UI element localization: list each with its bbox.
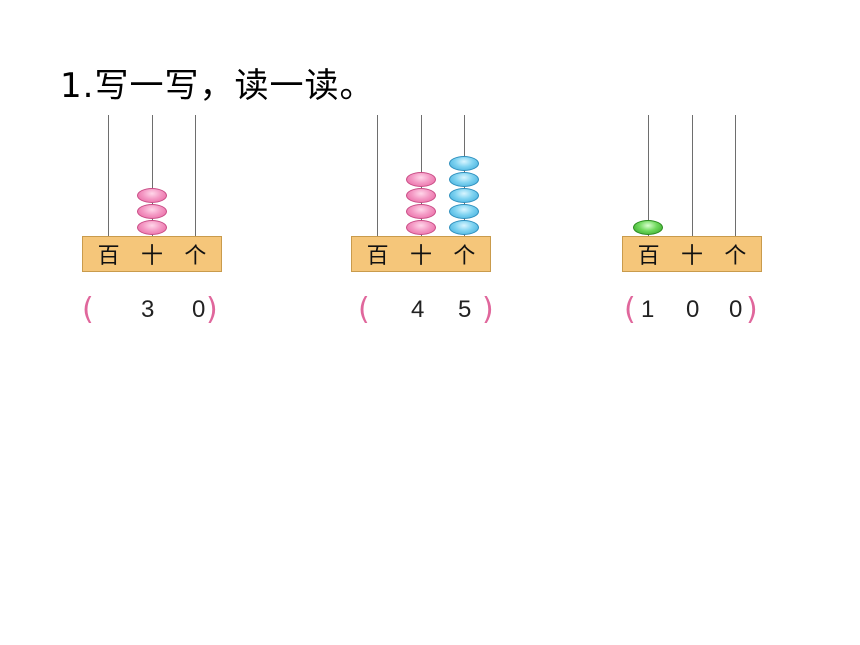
- bead-ones: [449, 172, 479, 187]
- place-value-base: 百 十 个: [622, 236, 762, 272]
- place-label-hundreds: 百: [366, 244, 389, 269]
- answer-3: ( 1 0 0 ): [624, 292, 784, 332]
- place-value-base: 百 十 个: [82, 236, 222, 272]
- rod-hundreds: [648, 115, 650, 237]
- rod-tens: [692, 115, 694, 237]
- open-paren: (: [624, 292, 636, 327]
- answer-digit-tens: 3: [141, 296, 155, 323]
- answer-digit-tens: 4: [411, 296, 425, 323]
- answer-digit-hundreds: 1: [641, 296, 655, 323]
- close-paren: ): [746, 292, 758, 327]
- answer-1: ( 3 0 ): [80, 292, 240, 332]
- bead-ones: [449, 204, 479, 219]
- bead-tens: [137, 188, 167, 203]
- close-paren: ): [482, 292, 494, 327]
- bead-tens: [406, 172, 436, 187]
- rod-ones: [195, 115, 197, 237]
- open-paren: (: [358, 292, 370, 327]
- bead-tens: [406, 220, 436, 235]
- close-paren: ): [206, 292, 218, 327]
- place-label-ones: 个: [724, 244, 747, 269]
- place-label-tens: 十: [409, 244, 432, 269]
- place-label-ones: 个: [184, 244, 207, 269]
- bead-ones: [449, 220, 479, 235]
- rod-hundreds: [377, 115, 379, 237]
- abacus-2: 百 十 个: [351, 112, 493, 277]
- bead-tens: [406, 204, 436, 219]
- place-label-hundreds: 百: [637, 244, 660, 269]
- bead-hundreds: [633, 220, 663, 235]
- answer-digit-ones: 0: [729, 296, 743, 323]
- answer-digit-ones: 0: [192, 296, 206, 323]
- abacus-1: 百 十 个: [82, 112, 224, 277]
- bead-tens: [406, 188, 436, 203]
- open-paren: (: [82, 292, 94, 327]
- place-label-hundreds: 百: [97, 244, 120, 269]
- answer-2: ( 4 5 ): [356, 292, 516, 332]
- answer-digit-tens: 0: [686, 296, 700, 323]
- exercise-title: 1.写一写，读一读。: [60, 66, 375, 106]
- rod-ones: [735, 115, 737, 237]
- place-label-tens: 十: [680, 244, 703, 269]
- place-value-base: 百 十 个: [351, 236, 491, 272]
- rod-tens: [152, 115, 154, 237]
- bead-ones: [449, 156, 479, 171]
- place-label-tens: 十: [140, 244, 163, 269]
- bead-tens: [137, 220, 167, 235]
- rod-hundreds: [108, 115, 110, 237]
- bead-ones: [449, 188, 479, 203]
- place-label-ones: 个: [453, 244, 476, 269]
- bead-tens: [137, 204, 167, 219]
- answer-digit-ones: 5: [458, 296, 472, 323]
- abacus-3: 百 十 个: [622, 112, 764, 277]
